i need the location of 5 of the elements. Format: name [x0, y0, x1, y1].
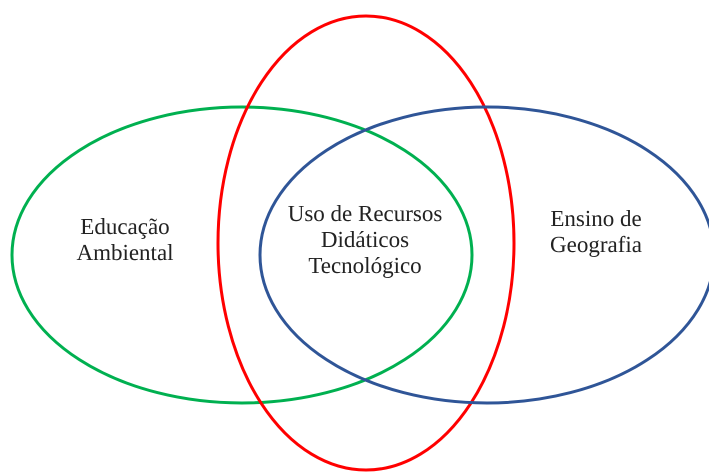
venn-ellipse	[10, 105, 474, 405]
venn-ellipse	[216, 14, 516, 472]
set-label: Ensino de Geografia	[549, 206, 643, 258]
set-label: Uso de Recursos Didáticos Tecnológico	[286, 201, 444, 279]
set-label: Educação Ambiental	[75, 214, 175, 266]
